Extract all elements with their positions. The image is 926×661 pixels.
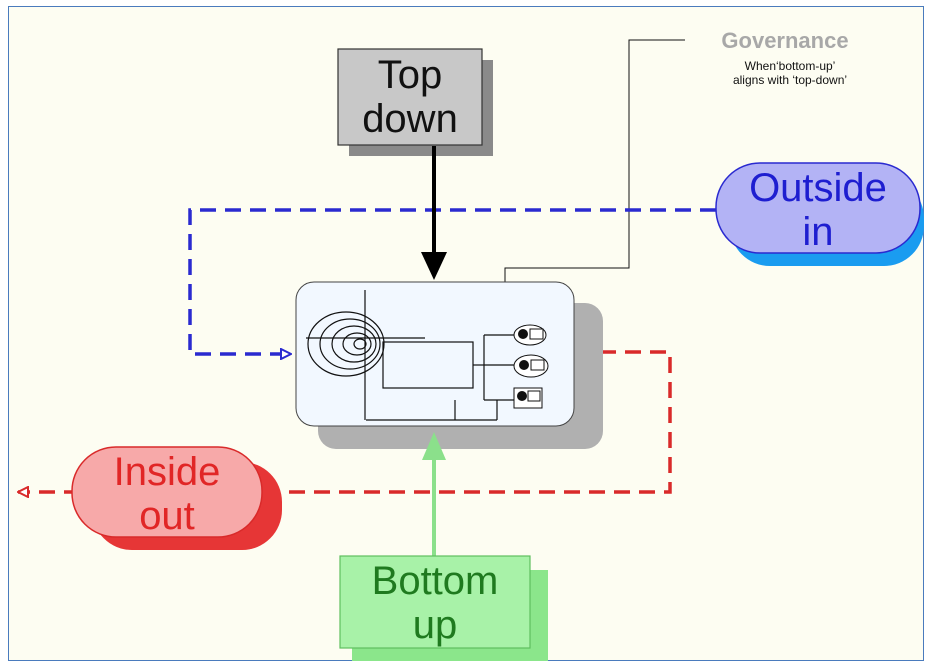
top-down-arrow	[421, 146, 447, 280]
globe-folder-icon	[513, 354, 549, 378]
outside-in-box	[715, 162, 924, 266]
spiral-icon	[306, 290, 425, 420]
system-box	[295, 281, 603, 449]
governance-subtitle: When‘bottom-up’ aligns with ‘top-down’	[690, 59, 890, 87]
governance-title: Governance	[721, 28, 849, 53]
globe-folder-icon	[513, 387, 543, 409]
globe-folder-icon	[513, 324, 547, 346]
bottom-up-box	[339, 555, 548, 661]
governance-subtitle-line1: When‘bottom-up’	[744, 59, 836, 73]
inside-out-box	[71, 446, 282, 550]
outside-in-flow	[188, 208, 716, 354]
process-lines	[366, 334, 514, 421]
governance-connector	[500, 39, 685, 309]
inside-out-flow	[18, 350, 672, 492]
bottom-up-arrow	[422, 432, 446, 556]
governance-subtitle-line2: aligns with ‘top-down’	[732, 73, 848, 87]
top-down-box	[337, 48, 493, 156]
